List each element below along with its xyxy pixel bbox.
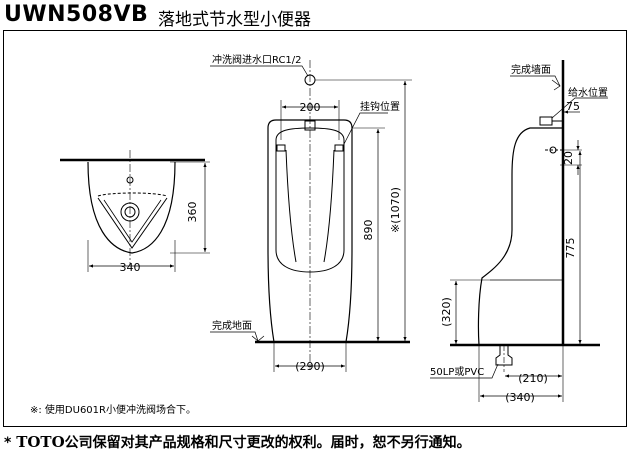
model-number: UWN508VB <box>4 2 149 27</box>
finished-floor-label: 完成地面 <box>212 319 252 332</box>
drain-label: 50LP或PVC <box>430 366 484 378</box>
dim-20: 20 <box>562 151 575 165</box>
brand-name: TOTO <box>16 433 65 451</box>
dim-320: (320) <box>440 297 453 327</box>
dim-340: 340 <box>120 261 141 274</box>
dim-210: (210) <box>518 372 548 385</box>
disclaimer-prefix: * <box>4 435 17 451</box>
dim-890: 890 <box>362 220 375 241</box>
disclaimer-text: 公司保留对其产品规格和尺寸更改的权利。届时，恕不另行通知。 <box>64 435 471 451</box>
footnote: ※: 使用DU601R小便冲洗阀场合下。 <box>30 405 196 416</box>
product-title: 落地式节水型小便器 <box>158 10 311 30</box>
dim-1070: ※(1070) <box>389 187 402 233</box>
disclaimer: * TOTO公司保留对其产品规格和尺寸更改的权利。届时，恕不另行通知。 <box>4 432 471 452</box>
dim-360: 360 <box>186 202 199 223</box>
drawing-frame <box>3 30 627 427</box>
side-view <box>430 60 608 402</box>
dim-775: 775 <box>564 238 577 259</box>
dim-200: 200 <box>300 101 321 114</box>
hook-position-label: 挂钩位置 <box>360 100 400 113</box>
front-view <box>210 60 412 372</box>
technical-drawing: 360 340 <box>60 53 608 404</box>
finished-wall-label: 完成墙面 <box>511 63 551 76</box>
dim-75: 75 <box>566 100 580 113</box>
top-view <box>60 150 210 272</box>
header: UWN508VB 落地式节水型小便器 <box>0 0 630 30</box>
dim-depth-340: (340) <box>505 391 535 404</box>
flush-valve-label: 冲洗阀进水口RC1/2 <box>212 53 302 66</box>
dim-290: (290) <box>295 360 325 373</box>
water-supply-label: 给水位置 <box>568 86 608 99</box>
